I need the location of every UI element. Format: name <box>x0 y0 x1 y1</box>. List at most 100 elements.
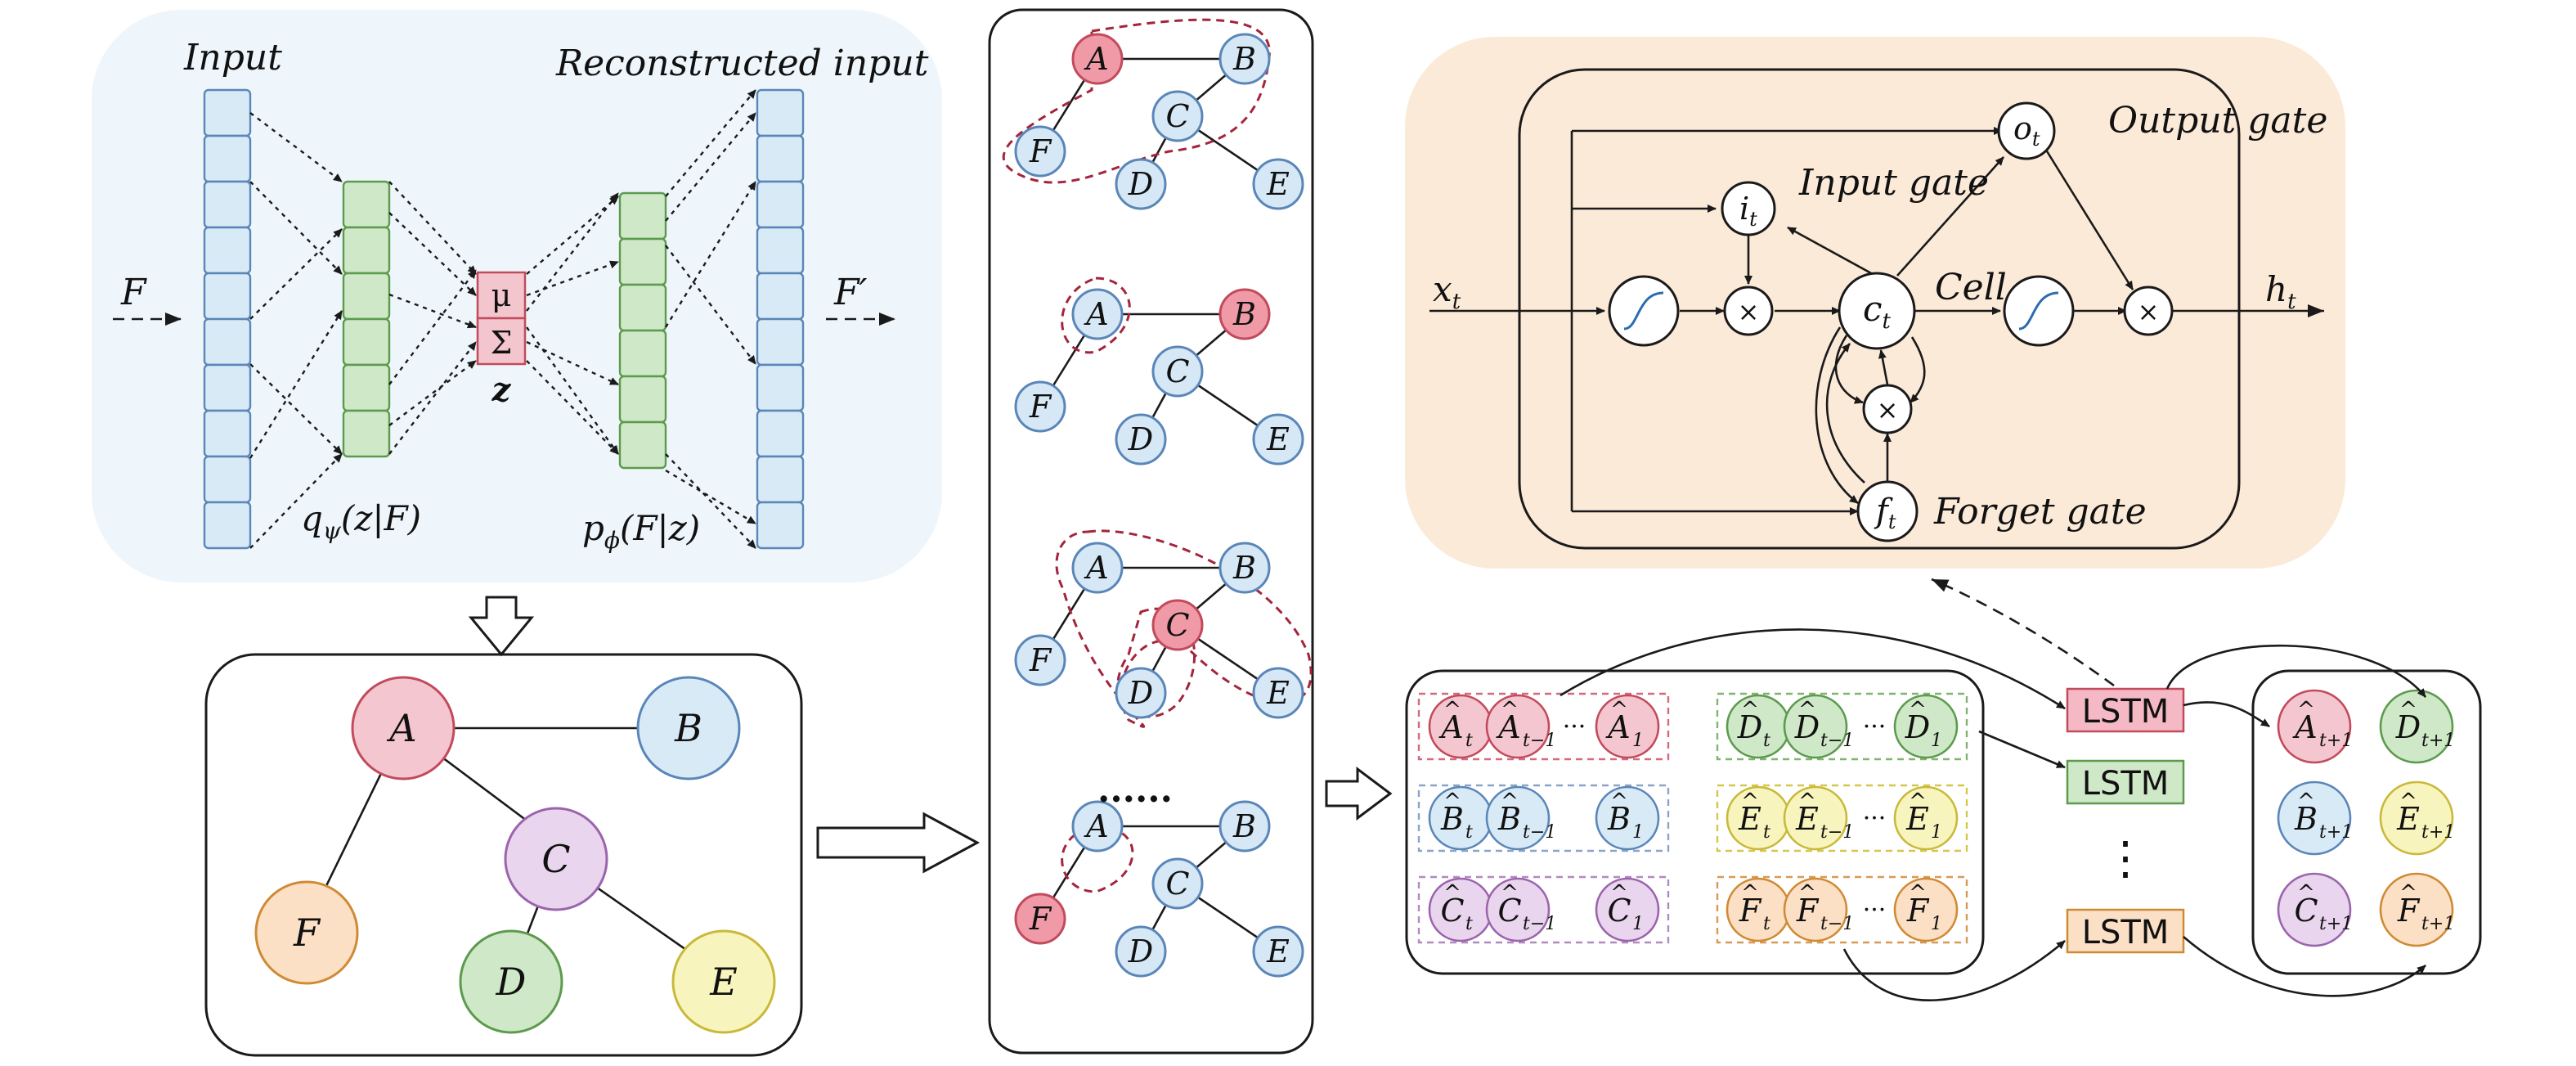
lstm-to-cell-arrow <box>1931 578 2115 687</box>
sequence-box <box>1405 669 1985 975</box>
decoder-distribution-label: pϕ(F|z) <box>582 508 700 554</box>
input-cell-9 <box>203 455 252 504</box>
svg-text:^: ^ <box>1501 789 1519 814</box>
seq-F-tm1 <box>1783 877 1848 942</box>
walk-1-label-E: E <box>1266 166 1290 202</box>
walk-3-label-A: A <box>1084 550 1108 586</box>
vae-connection-1 <box>249 112 343 182</box>
walk-4-node-A <box>1071 800 1124 852</box>
svg-text:×: × <box>2138 296 2160 327</box>
walk-2-node-F <box>1014 380 1066 433</box>
vae-connection-16 <box>526 340 619 386</box>
svg-text:^: ^ <box>1909 698 1927 722</box>
svg-text:^: ^ <box>2399 698 2417 722</box>
svg-text:×: × <box>1738 296 1760 327</box>
graph-node-label-E: E <box>709 960 738 1004</box>
walk-4-node-E <box>1252 925 1304 978</box>
vae-connection-11 <box>388 341 477 455</box>
svg-text:···: ··· <box>1863 804 1887 833</box>
svg-text:^: ^ <box>1610 698 1628 722</box>
svg-text:^: ^ <box>2297 698 2315 722</box>
walks-ellipsis: ...... <box>1097 769 1173 811</box>
walk-1-label-F: F <box>1029 133 1052 169</box>
walk-3-label-E: E <box>1266 675 1290 711</box>
seq-D-tm1 <box>1783 694 1848 759</box>
output-cell-7 <box>756 363 805 412</box>
vae-connection-21 <box>665 245 756 365</box>
pred-C <box>2277 872 2352 947</box>
walk-3-node-F <box>1014 634 1066 686</box>
seq-B-1-label: B <box>1607 801 1631 837</box>
graph-node-label-F: F <box>293 911 321 955</box>
walk-highlight-4 <box>1061 825 1134 893</box>
seq-E-tm1 <box>1783 785 1848 851</box>
walk-1-node-D <box>1115 158 1167 210</box>
graph-box <box>204 653 803 1057</box>
input-cell-1 <box>203 88 252 137</box>
walk-1-node-A <box>1071 33 1124 85</box>
svg-text:t+1: t+1 <box>2421 914 2455 934</box>
pred-A-label: A <box>2292 709 2317 745</box>
svg-text:^: ^ <box>1798 881 1816 906</box>
lstm-cell-box <box>1518 68 2241 550</box>
enc-cell-3 <box>342 272 391 321</box>
svg-text:t+1: t+1 <box>2421 731 2455 751</box>
sequence-group-A <box>1417 692 1670 761</box>
forget-gate-node <box>1856 480 1919 542</box>
svg-text:1: 1 <box>1931 822 1942 843</box>
lstm-unit-2 <box>2066 759 2185 805</box>
seq-F-1 <box>1893 877 1959 942</box>
vae-connection-9 <box>388 293 477 329</box>
walk-highlight-2 <box>1061 277 1131 354</box>
input-cell-7 <box>203 363 252 412</box>
svg-text:···: ··· <box>1863 713 1887 741</box>
walk-4-label-F: F <box>1029 901 1052 937</box>
svg-text:^: ^ <box>1501 881 1519 906</box>
vae-connection-23 <box>665 453 756 549</box>
cell-state-node <box>1838 272 1916 350</box>
multiply-input-icon <box>1723 286 1774 336</box>
walk-4-label-A: A <box>1084 808 1108 844</box>
svg-text:t+1: t+1 <box>2319 731 2353 751</box>
svg-text:LSTM: LSTM <box>2082 914 2170 951</box>
svg-text:^: ^ <box>1909 789 1927 814</box>
dec-cell-2 <box>618 237 667 286</box>
svg-text:^: ^ <box>2399 789 2417 814</box>
enc-cell-5 <box>342 363 391 412</box>
graph-node-B <box>636 676 741 780</box>
seq-A-1-label: A <box>1605 709 1630 745</box>
seq-F-t-label: F <box>1739 893 1762 929</box>
output-cell-3 <box>756 180 805 229</box>
walk-3-node-A <box>1071 542 1124 594</box>
output-cell-9 <box>756 455 805 504</box>
walk-3-label-F: F <box>1029 642 1052 678</box>
walk-4-node-B <box>1218 800 1271 852</box>
output-cell-5 <box>756 272 805 321</box>
svg-text:^: ^ <box>1443 698 1461 722</box>
seq-C-t-label: C <box>1440 893 1464 929</box>
walk-1-node-F <box>1014 125 1066 178</box>
vae-connection-20 <box>665 112 756 222</box>
pred-B-label: B <box>2294 801 2318 837</box>
input-vector <box>203 88 252 550</box>
vae-connection-5 <box>249 310 343 459</box>
f-input-label: F <box>120 272 147 313</box>
seq-F-1-label: F <box>1906 893 1930 929</box>
decoder-hidden-layer <box>618 191 667 470</box>
walk-3-label-D: D <box>1128 675 1153 711</box>
svg-text:ot: ot <box>2013 110 2040 151</box>
input-cell-4 <box>203 226 252 275</box>
mu-symbol: μ <box>491 277 512 313</box>
svg-text:t: t <box>1465 914 1473 934</box>
enc-cell-4 <box>342 317 391 367</box>
svg-text:^: ^ <box>1741 698 1759 722</box>
sigma-cell <box>476 317 527 366</box>
output-gate-node <box>1997 101 2056 160</box>
graph-node-label-B: B <box>674 706 702 750</box>
walks-box <box>988 8 1314 1055</box>
svg-text:^: ^ <box>1610 881 1628 906</box>
